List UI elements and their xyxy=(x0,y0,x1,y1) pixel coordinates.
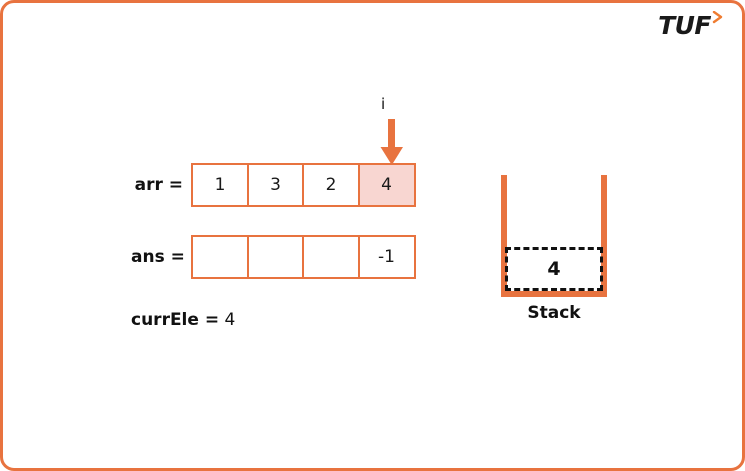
array-row-arr: arr = 1 3 2 4 xyxy=(131,163,416,207)
array-cell: 2 xyxy=(302,163,360,207)
tuf-logo: TUF xyxy=(658,10,726,40)
row-label-arr: arr = xyxy=(134,175,183,195)
array-cells-ans: -1 xyxy=(191,235,416,279)
array-cell: 3 xyxy=(246,163,305,207)
stack-label: Stack xyxy=(527,303,581,323)
curr-ele-value: 4 xyxy=(224,310,236,330)
chevron-right-icon xyxy=(712,10,726,28)
array-cell: 1 xyxy=(191,163,249,207)
curr-ele-variable: currEle = 4 xyxy=(131,310,235,330)
stack-wall-right xyxy=(601,175,607,297)
index-pointer-label: i xyxy=(381,95,386,113)
array-row-ans: ans = -1 xyxy=(131,235,416,279)
array-cells-arr: 1 3 2 4 xyxy=(191,163,416,207)
array-cell: -1 xyxy=(357,235,416,279)
stack-item: 4 xyxy=(505,247,603,291)
array-cell xyxy=(302,235,360,279)
array-cell xyxy=(246,235,305,279)
row-label-ans: ans = xyxy=(131,247,185,267)
logo-text: TUF xyxy=(658,11,711,40)
arrow-down-icon xyxy=(379,119,405,171)
stack-visual: 4 xyxy=(501,175,607,297)
stack-wall-left xyxy=(501,175,507,297)
array-cell-highlighted: 4 xyxy=(357,163,416,207)
curr-ele-key: currEle = xyxy=(131,310,220,330)
stack-container: 4 xyxy=(501,175,607,297)
stack-base xyxy=(501,291,607,297)
array-cell xyxy=(191,235,249,279)
